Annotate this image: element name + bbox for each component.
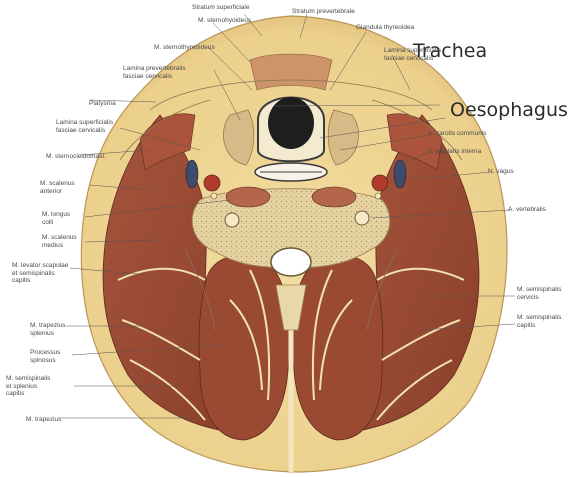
label-common-carotid: A. carotis communis: [428, 130, 487, 138]
right-transverse-foramen: [355, 211, 369, 225]
label-superficial-fascia-right: Lamina superficialis fasciae cervicalis: [384, 47, 441, 62]
label-platysma: Platysma: [89, 100, 116, 108]
label-superficial-fascia-left: Lamina superficialis fasciae cervicalis: [56, 119, 113, 134]
label-trapezius: M. trapezius: [26, 416, 61, 424]
label-semispinalis-capitis-left: M. semispinalis et splenius capitis: [6, 375, 50, 398]
label-spinous-process: Processus spinosus: [30, 349, 60, 364]
longus-colli-right: [312, 187, 356, 207]
posterior-muscles-right: [292, 255, 382, 440]
vertebral-canal: [271, 248, 311, 276]
label-top-right: Stratum prevertebrale: [292, 8, 355, 16]
label-internal-jugular: V. jugularis interna: [428, 148, 481, 156]
label-sternohyoid: M. sternohyoideus: [198, 17, 251, 25]
label-scalenus-medius: M. scalenus medius: [42, 234, 77, 249]
trachea-lumen: [268, 97, 314, 149]
label-semispinalis-cervicis: M. semispinalis cervicis: [517, 286, 561, 301]
label-thyroid: Glandula thyreoidea: [356, 24, 414, 32]
left-transverse-foramen: [225, 213, 239, 227]
label-scm: M. sternocleidomast.: [46, 153, 106, 161]
label-top-left: Stratum superficiale: [192, 4, 249, 12]
label-vagus: N. vagus: [488, 168, 514, 176]
longus-colli-left: [226, 187, 270, 207]
label-longus-colli: M. longus colli: [42, 211, 70, 226]
strap-muscles: [250, 54, 332, 90]
posterior-muscles-left: [199, 255, 289, 440]
label-prevertebral-fascia: Lamina prevertebralis fasciae cervicalis: [123, 65, 186, 80]
label-vertebral-artery: A. vertebralis: [508, 206, 546, 214]
oesophagus-label: Oesophagus: [450, 99, 568, 121]
label-scalenus-anterior: M. scalenus anterior: [40, 180, 75, 195]
label-trapezius-splenius: M. trapezius splenius: [30, 322, 65, 337]
label-levator-scapulae: M. levator scapulae et semispinalis capi…: [12, 262, 68, 285]
label-semispinalis-capitis-right: M. semispinalis capitis: [517, 314, 561, 329]
label-sternothyroid: M. sternothyreoideus: [154, 44, 215, 52]
